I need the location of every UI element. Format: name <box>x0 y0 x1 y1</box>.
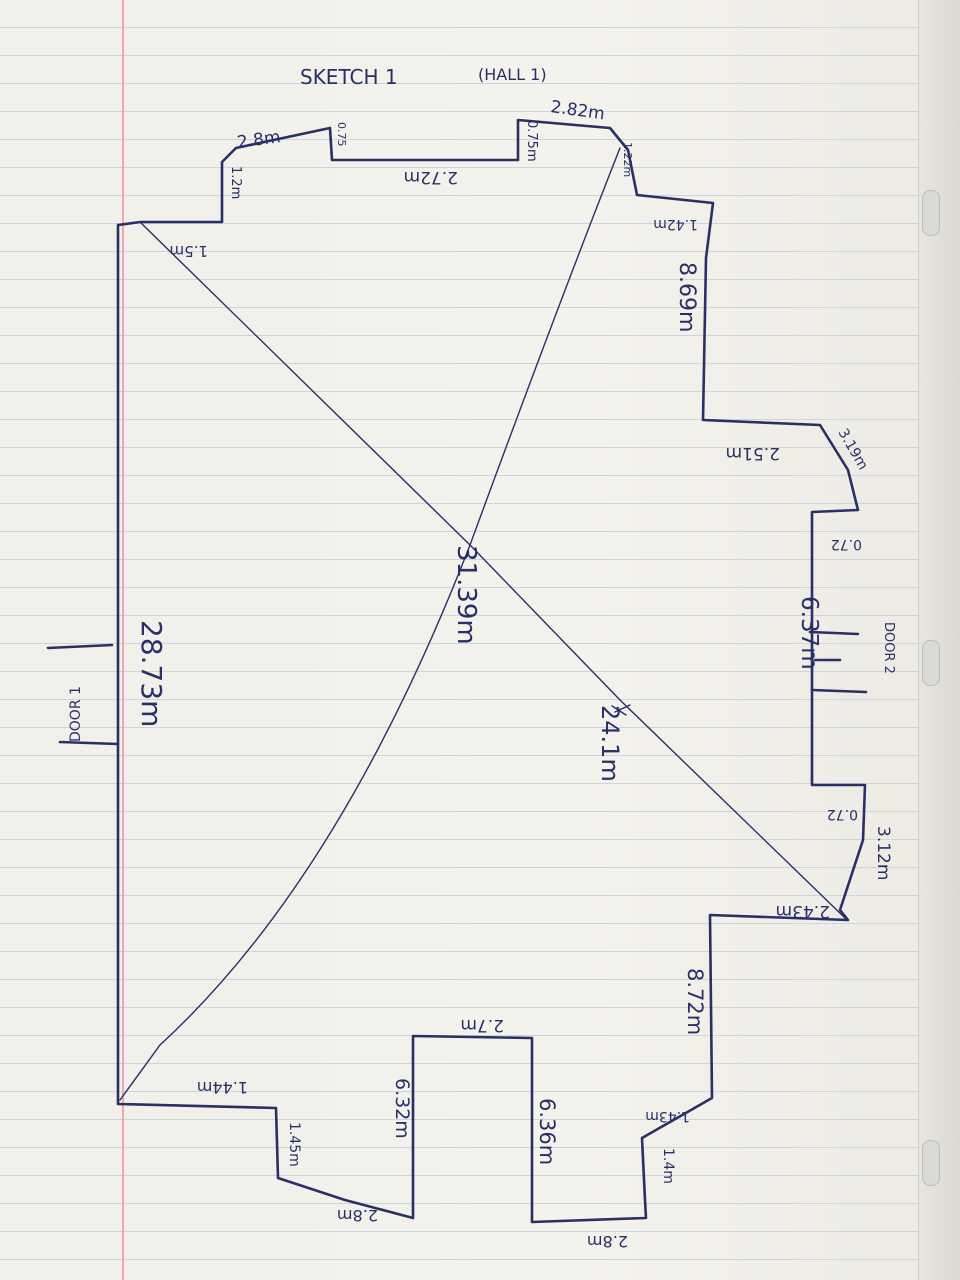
binder-ring <box>922 190 940 236</box>
binder-ring <box>922 640 940 686</box>
diagonal-line-2 <box>119 147 621 1101</box>
diagonal-1-label: 31.39m <box>451 545 481 645</box>
door-1-mark <box>58 740 120 746</box>
diagonal-line-1 <box>139 221 846 919</box>
sketch-subtitle: (HALL 1) <box>478 65 547 84</box>
dim-label: 0.75m <box>524 120 539 162</box>
diagonal-2-label: 24.1m <box>596 705 624 782</box>
door-1-mark <box>46 643 114 650</box>
dim-label: 2.7m <box>460 1015 504 1035</box>
dim-label: 1.45m <box>286 1122 302 1167</box>
dim-label: 1.43m <box>645 1108 690 1124</box>
dim-label: 1.2m <box>228 166 243 199</box>
door-2-mark <box>810 688 868 694</box>
dim-label: 0.72 <box>831 536 862 552</box>
dim-label: 3.12m <box>873 826 893 880</box>
dim-label: 2.8m <box>337 1206 378 1225</box>
dim-label: 1.22m <box>621 142 634 177</box>
dim-label: 0.75 <box>335 122 348 147</box>
dim-label: 6.32m <box>391 1078 413 1139</box>
binder-ring <box>922 1140 940 1186</box>
dim-label: 2.82m <box>549 97 606 124</box>
hall-outline <box>116 118 867 1224</box>
dim-label: 8.69m <box>674 262 699 332</box>
dim-label: 6.36m <box>535 1098 559 1165</box>
door-2-mark <box>808 630 860 636</box>
dim-label: 2.8m <box>587 1232 628 1251</box>
dim-label: 1.42m <box>653 216 698 232</box>
dim-label: 1.44m <box>197 1078 248 1097</box>
dim-label: 3.19m <box>835 426 871 473</box>
dim-label: 2.8m <box>236 127 282 153</box>
dim-left-side: 28.73m <box>135 620 168 727</box>
door-1-label: DOOR 1 <box>68 686 84 742</box>
dim-label: 2.43m <box>776 901 830 921</box>
dim-label: 0.72 <box>827 806 858 822</box>
dim-label: 6.37m <box>796 596 822 670</box>
dim-label: 8.72m <box>683 968 707 1035</box>
dim-label: 2.72m <box>404 167 458 187</box>
door-2-label: DOOR 2 <box>881 622 896 674</box>
dim-label: 2.51m <box>726 443 780 463</box>
diagonal-arrow <box>611 704 631 716</box>
dim-label: 1.4m <box>660 1148 676 1184</box>
sketch-title: SKETCH 1 <box>300 65 398 89</box>
margin-line <box>122 0 124 1280</box>
dim-label: 1.5m <box>170 242 208 260</box>
